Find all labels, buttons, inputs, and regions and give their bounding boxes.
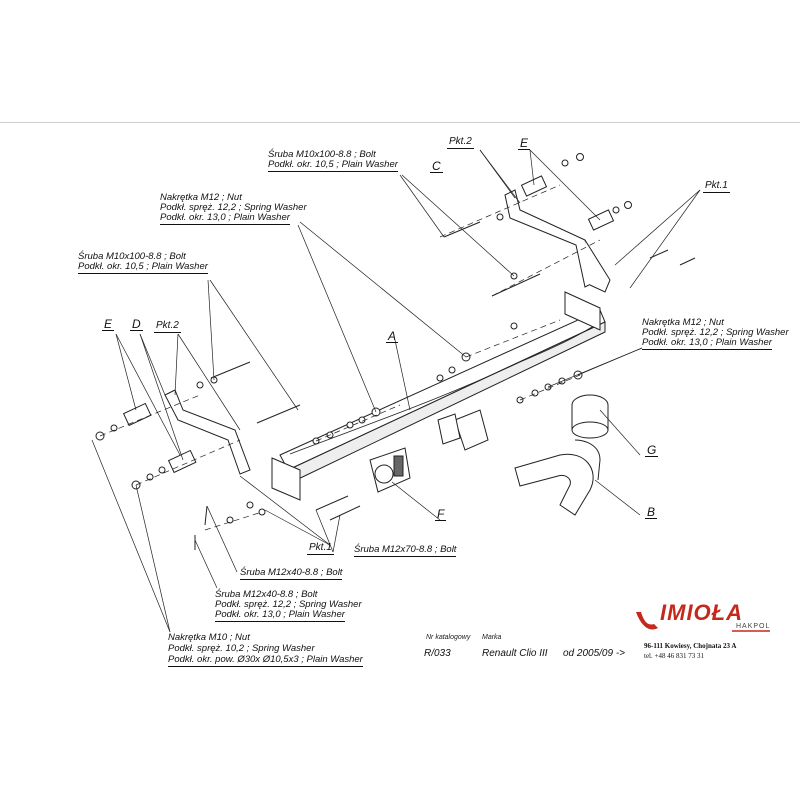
letter-c: C (430, 159, 443, 173)
letter-f: F (435, 507, 447, 521)
letter-e-top: E (518, 136, 531, 150)
bracket-part-c (504, 189, 611, 293)
letter-pkt1-top: Pkt.1 (703, 180, 730, 193)
label-bolt-m12x40-b-2: Podkł. spręż. 12,2 ; Spring Washer (215, 599, 362, 610)
letter-a: A (386, 329, 399, 343)
letter-pkt2-top: Pkt.2 (447, 136, 474, 149)
company-address: 96-111 Kowiesy, Chojnata 23 A (644, 642, 737, 650)
letter-pkt1-bottom: Pkt.1 (307, 542, 334, 555)
leader-lines (91, 149, 701, 633)
label-bolt-m12x70: Śruba M12x70-8.8 ; Bolt (354, 544, 457, 557)
label-bolt-top-1: Śruba M10x100-8.8 ; Bolt (268, 149, 376, 160)
catalog-nr-label: Nr katalogowy (426, 634, 471, 641)
imiola-logo-icon (636, 612, 770, 632)
label-bolt-m12x40-b-3: Podkł. okr. 13,0 ; Plain Washer (215, 609, 345, 622)
label-nut-top-1: Nakrętka M12 ; Nut (160, 192, 242, 203)
company-name: IMIOŁA (660, 600, 743, 625)
label-nut-m10-3: Podkł. okr. pow. Ø30x Ø10,5x3 ; Plain Wa… (168, 654, 363, 667)
towball-part-b (514, 439, 601, 516)
letter-b: B (645, 505, 658, 519)
hook-bracket (437, 409, 489, 451)
letter-pkt2-left: Pkt.2 (154, 320, 181, 333)
catalog-number: R/033 (424, 648, 451, 659)
company-sub: HAKPOL (736, 623, 771, 630)
label-nut-right-1: Nakrętka M12 ; Nut (642, 317, 724, 328)
crossbar-part-a (271, 291, 606, 501)
bracket-part-d (164, 389, 251, 475)
company-phone: tel. +48 46 831 73 31 (644, 652, 704, 660)
label-nut-top-2: Podkł. spręż. 12,2 ; Spring Washer (160, 202, 307, 213)
label-nut-right-3: Podkł. okr. 13,0 ; Plain Washer (642, 337, 772, 350)
catalog-since: od 2005/09 -> (563, 648, 625, 659)
label-bolt-m12x40-a: Śruba M12x40-8.8 ; Bolt (240, 567, 343, 580)
letter-d: D (130, 317, 143, 331)
label-nut-m10-1: Nakrętka M10 ; Nut (168, 632, 250, 643)
label-nut-m10-2: Podkł. spręż. 10,2 ; Spring Washer (168, 643, 315, 654)
socket-plate-part-f (369, 447, 411, 493)
label-nut-top-3: Podkł. okr. 13,0 ; Plain Washer (160, 212, 290, 225)
top-divider (0, 122, 800, 123)
label-bolt-left-2: Podkł. okr. 10,5 ; Plain Washer (78, 261, 208, 274)
label-bolt-top-2: Podkł. okr. 10,5 ; Plain Washer (268, 159, 398, 172)
label-nut-right-2: Podkł. spręż. 12,2 ; Spring Washer (642, 327, 789, 338)
label-bolt-left-1: Śruba M10x100-8.8 ; Bolt (78, 251, 186, 262)
bolts (194, 221, 696, 550)
catalog-marka-label: Marka (482, 634, 502, 641)
ball-cap-part-g (571, 394, 609, 439)
catalog-brand: Renault Clio III (482, 648, 548, 659)
letter-g: G (645, 443, 659, 457)
letter-e-left: E (102, 317, 115, 331)
label-bolt-m12x40-b-1: Śruba M12x40-8.8 ; Bolt (215, 589, 318, 600)
